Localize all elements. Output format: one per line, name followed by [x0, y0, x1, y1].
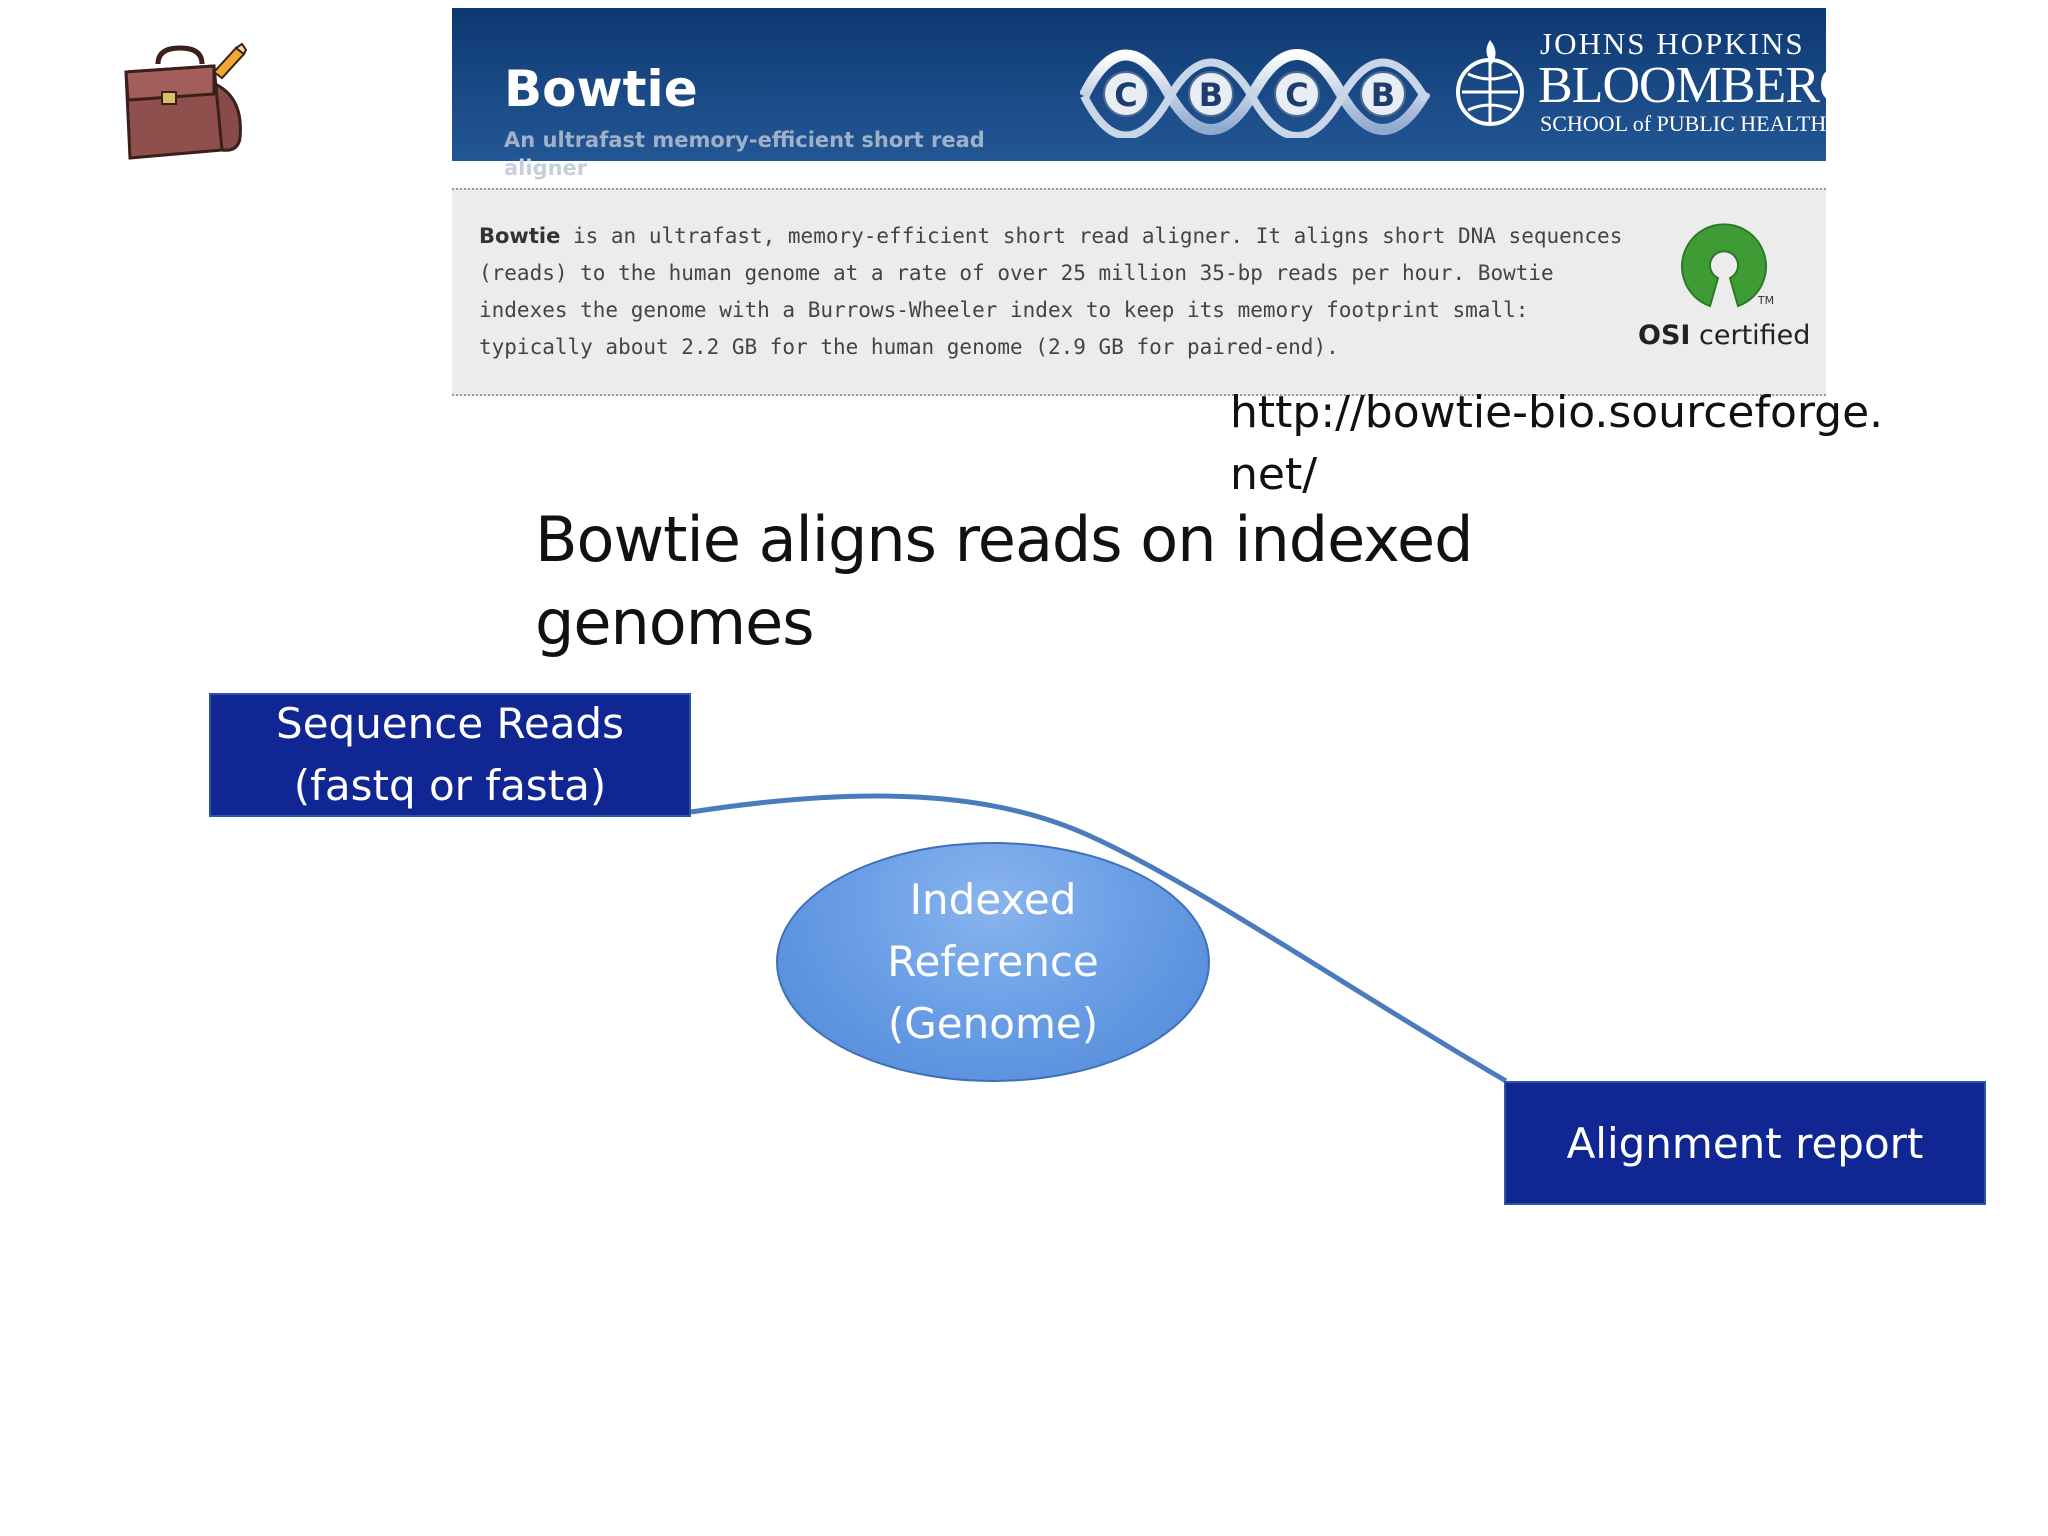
- osi-certified-label: OSI certified: [1638, 320, 1810, 351]
- slide-title-line1: Bowtie aligns reads on indexed: [535, 503, 1473, 576]
- bowtie-url-line1: http://bowtie-bio.sourceforge.: [1230, 387, 1884, 438]
- site-subtitle-line2: aligner: [504, 156, 588, 180]
- sequence-reads-box: Sequence Reads (fastq or fasta): [209, 693, 691, 817]
- cbcb-letter-2: B: [1199, 76, 1223, 114]
- osi-keyhole-icon: TM: [1681, 223, 1774, 308]
- site-title: Bowtie: [504, 60, 698, 118]
- jhu-seal-icon: [1456, 40, 1524, 126]
- site-subtitle-line1: An ultrafast memory-efficient short read: [504, 128, 985, 152]
- osi-label-bold: OSI: [1638, 320, 1691, 351]
- site-description: Bowtie is an ultrafast, memory-efficient…: [479, 218, 1629, 366]
- indexed-reference-ellipse: Indexed Reference (Genome): [776, 842, 1210, 1082]
- osi-trademark: TM: [1757, 294, 1774, 307]
- jhu-name-line2: BLOOMBERG: [1538, 57, 1856, 114]
- site-description-panel: Bowtie is an ultrafast, memory-efficient…: [452, 188, 1826, 396]
- sequence-reads-line2: (fastq or fasta): [293, 761, 607, 810]
- site-banner: Bowtie An ultrafast memory-efficient sho…: [452, 8, 1856, 180]
- slide-title: Bowtie aligns reads on indexed genomes: [535, 498, 1535, 664]
- cbcb-letter-3: C: [1285, 76, 1308, 114]
- cbcb-letter-1: C: [1114, 76, 1137, 114]
- alignment-report-box: Alignment report: [1504, 1081, 1986, 1205]
- site-description-line3: indexes the genome with a Burrows-Wheele…: [479, 298, 1529, 322]
- alignment-report-label: Alignment report: [1566, 1118, 1924, 1168]
- site-description-line4: typically about 2.2 GB for the human gen…: [479, 335, 1339, 359]
- indexed-reference-line1: Indexed: [909, 875, 1077, 924]
- site-subtitle: An ultrafast memory-efficient short read…: [504, 126, 1024, 182]
- bowtie-url[interactable]: http://bowtie-bio.sourceforge. net/: [1230, 382, 1930, 506]
- slide-title-line2: genomes: [535, 586, 815, 659]
- site-description-line2: (reads) to the human genome at a rate of…: [479, 261, 1554, 285]
- site-description-line1: is an ultrafast, memory-efficient short …: [560, 224, 1623, 248]
- sequence-reads-line1: Sequence Reads: [276, 699, 624, 748]
- indexed-reference-line2: Reference: [887, 937, 1099, 986]
- flow-connector: [690, 793, 1508, 1084]
- site-description-bold: Bowtie: [479, 224, 561, 248]
- jhu-name-line3: SCHOOL of PUBLIC HEALTH: [1540, 111, 1827, 136]
- bowtie-website-screenshot: Bowtie An ultrafast memory-efficient sho…: [452, 8, 1856, 396]
- osi-label-rest: certified: [1690, 320, 1811, 351]
- backpack-icon: [124, 42, 248, 160]
- bowtie-url-line2: net/: [1230, 449, 1318, 500]
- cbcb-letter-4: B: [1371, 76, 1395, 114]
- cbcb-dna-logo: C B C B: [1080, 49, 1430, 138]
- indexed-reference-line3: (Genome): [887, 999, 1099, 1048]
- jhu-name-line1: JOHNS HOPKINS: [1540, 26, 1805, 61]
